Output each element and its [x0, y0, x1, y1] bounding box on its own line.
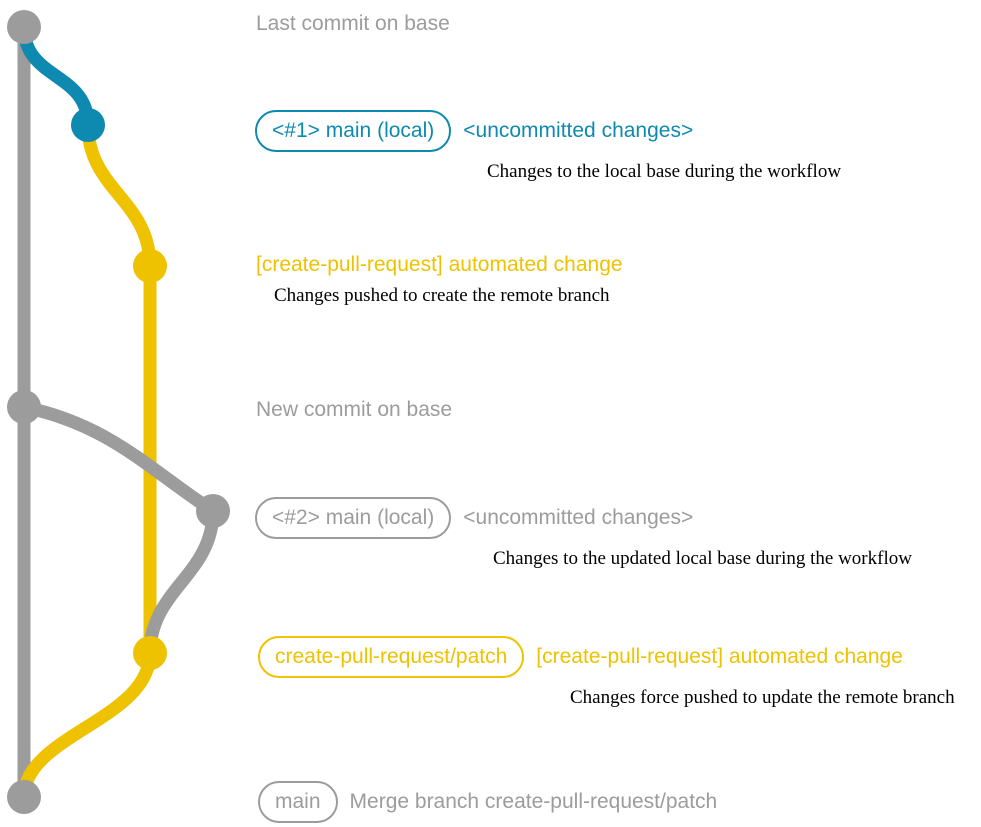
commit-body-automated-change-2: Changes force pushed to update the remot…: [570, 687, 955, 708]
row-last-commit-on-base: Last commit on base: [256, 12, 450, 36]
node-patch-2[interactable]: [133, 636, 167, 670]
branch-pill-main[interactable]: main: [258, 781, 338, 823]
row-merge: main Merge branch create-pull-request/pa…: [258, 781, 717, 823]
branch-pill-main-local-2[interactable]: <#2> main (local): [255, 497, 452, 539]
edge-patch-2-to-merge: [17, 646, 157, 804]
row-automated-change-2: create-pull-request/patch [create-pull-r…: [258, 636, 955, 710]
commit-body-local-1: Changes to the local base during the wor…: [487, 161, 842, 182]
branch-pill-create-pull-request-patch[interactable]: create-pull-request/patch: [258, 636, 525, 678]
row-new-commit-on-base: New commit on base: [256, 398, 452, 422]
edge-local-2-to-patch-2: [143, 504, 220, 660]
edge-local-1-to-patch-1: [81, 118, 157, 273]
edge-base-new-to-local-2: [17, 400, 220, 518]
node-merge[interactable]: [7, 780, 41, 814]
label-new-commit-on-base: New commit on base: [256, 398, 453, 421]
node-patch-1[interactable]: [133, 249, 167, 283]
node-local-2[interactable]: [196, 494, 230, 528]
edge-base-to-local-1: [17, 20, 95, 132]
label-last-commit-on-base: Last commit on base: [256, 12, 450, 35]
commit-subject-automated-change-2: [create-pull-request] automated change: [536, 645, 903, 669]
node-local-1[interactable]: [71, 108, 105, 142]
commit-body-local-2: Changes to the updated local base during…: [493, 548, 912, 569]
node-base-top[interactable]: [7, 10, 41, 44]
row-automated-change-1: [create-pull-request] automated change C…: [256, 253, 623, 308]
commit-subject-automated-change-1: [create-pull-request] automated change: [256, 253, 623, 276]
row-local-1: <#1> main (local) <uncommitted changes> …: [255, 110, 841, 184]
row-local-2: <#2> main (local) <uncommitted changes> …: [255, 497, 912, 571]
branch-pill-main-local-1[interactable]: <#1> main (local): [255, 110, 452, 152]
node-base-new[interactable]: [7, 390, 41, 424]
commit-subject-merge: Merge branch create-pull-request/patch: [349, 790, 718, 814]
commit-body-automated-change-1: Changes pushed to create the remote bran…: [274, 285, 610, 307]
commit-subject-local-2: <uncommitted changes>: [463, 506, 694, 530]
commit-subject-local-1: <uncommitted changes>: [463, 119, 694, 143]
